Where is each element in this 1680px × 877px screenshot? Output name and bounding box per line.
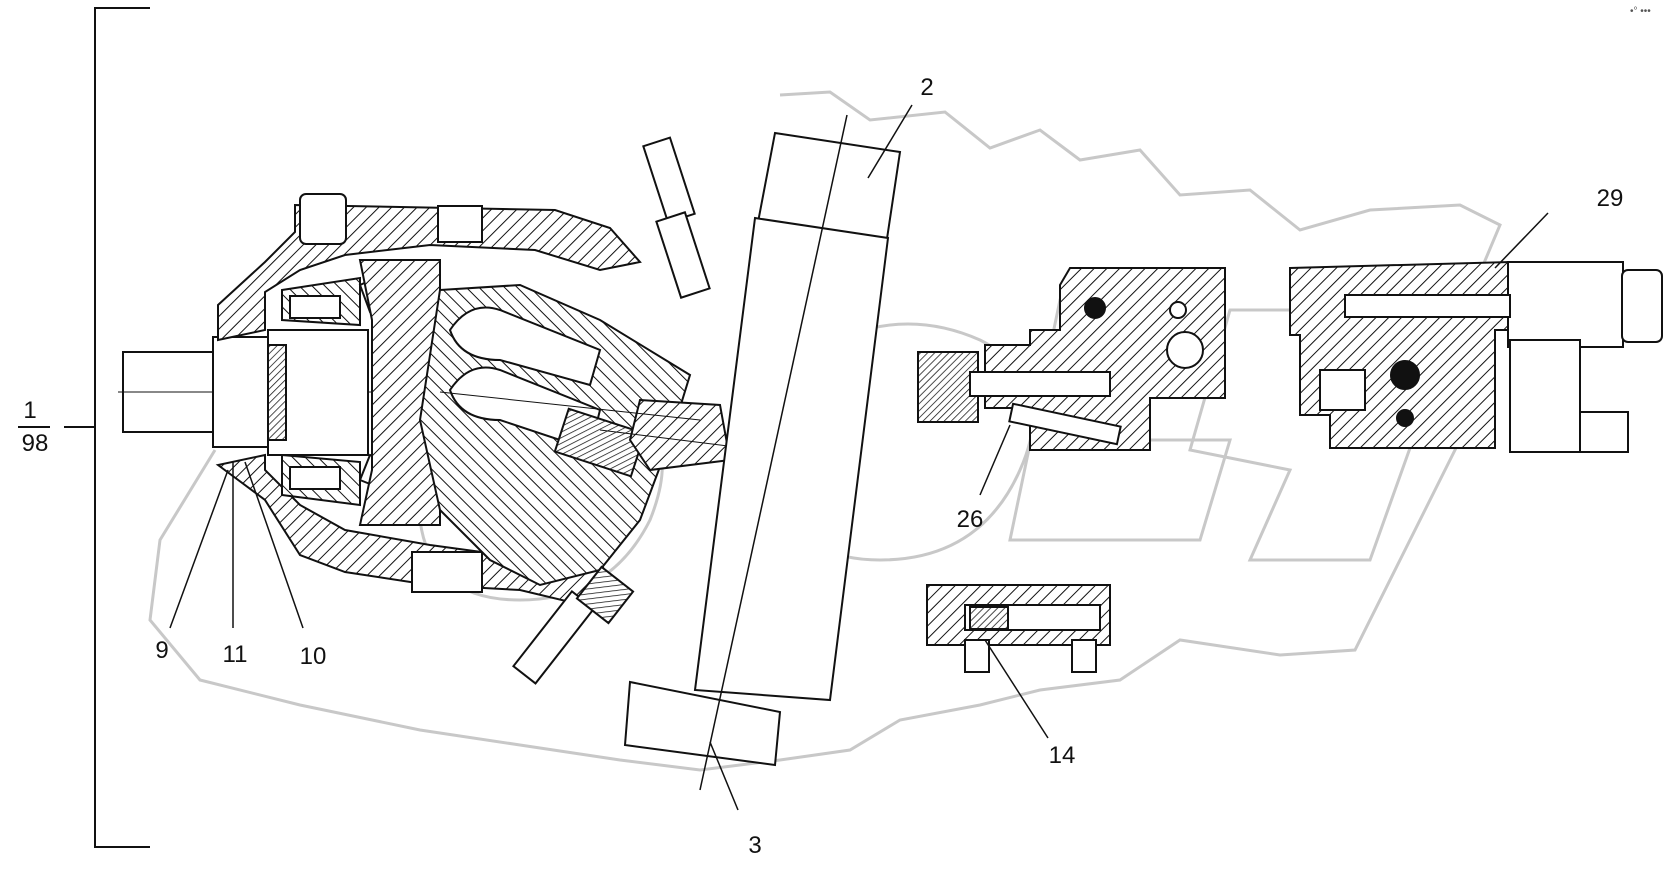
motor-assembly xyxy=(118,136,841,685)
callout-2: 2 xyxy=(920,74,933,101)
end-cover-body xyxy=(693,216,890,702)
valve-block-body xyxy=(984,267,1226,451)
valve-block-26 xyxy=(917,267,1226,451)
end-cover-bottom xyxy=(623,680,782,767)
small-valve-bolt-right xyxy=(1071,639,1097,673)
assembly-label-top: 1 xyxy=(23,397,36,424)
piston-upper xyxy=(448,306,602,387)
solenoid-coil xyxy=(1507,261,1624,348)
solenoid-block-29 xyxy=(1289,260,1663,453)
assembly-bracket xyxy=(18,7,150,848)
housing-bolt-top-2 xyxy=(437,205,483,243)
adjust-screw-upper xyxy=(642,136,696,224)
small-valve-14 xyxy=(926,584,1111,673)
port-plate xyxy=(628,398,732,472)
cylinder-carrier xyxy=(358,259,441,526)
callout-26: 26 xyxy=(957,506,984,533)
end-cover-part xyxy=(623,114,902,791)
callout-10: 10 xyxy=(300,643,327,670)
small-valve-bolt-left xyxy=(964,639,990,673)
callout-9: 9 xyxy=(155,637,168,664)
housing-bolt-bottom xyxy=(411,551,483,593)
callout-29: 29 xyxy=(1597,185,1624,212)
valve-spool xyxy=(969,371,1111,397)
solenoid-knob xyxy=(1621,269,1663,343)
assembly-label-bottom: 98 xyxy=(22,430,49,457)
callout-14: 14 xyxy=(1049,742,1076,769)
callout-11: 11 xyxy=(223,641,248,668)
adjust-screw-lower xyxy=(512,589,596,685)
callout-3: 3 xyxy=(748,832,761,859)
solenoid-connector xyxy=(1509,339,1581,453)
valve-spring xyxy=(917,351,979,423)
callout-leaders xyxy=(169,104,1549,811)
corner-mark: •° ••• xyxy=(1630,6,1651,17)
center-spring xyxy=(553,407,647,478)
shaft-collar xyxy=(212,336,269,448)
housing-bolt-top-1 xyxy=(299,193,347,245)
